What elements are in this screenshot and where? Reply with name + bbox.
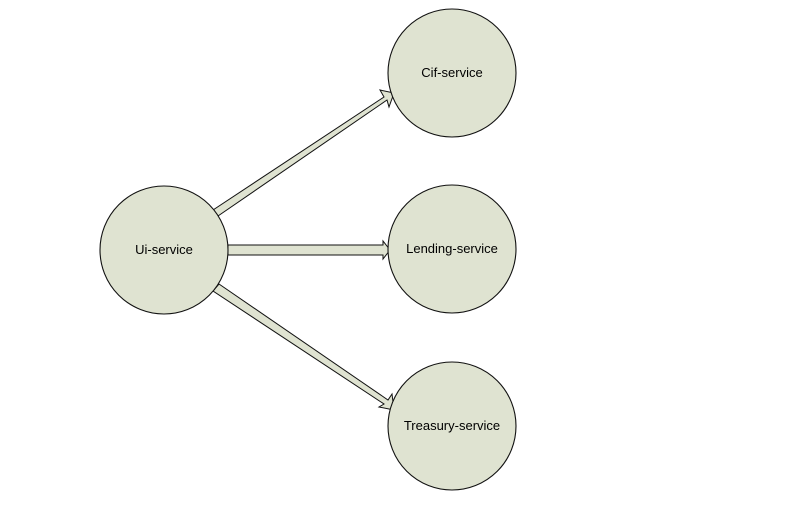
node-treasury-service[interactable]: Treasury-service xyxy=(387,361,517,491)
node-label-ui-service: Ui-service xyxy=(135,242,193,257)
node-label-cif-service: Cif-service xyxy=(421,65,482,80)
node-lending-service[interactable]: Lending-service xyxy=(387,184,517,314)
node-ui-service[interactable]: Ui-service xyxy=(99,185,229,315)
edge-ui-to-treasury xyxy=(212,283,395,411)
node-label-lending-service: Lending-service xyxy=(406,241,498,256)
edge-ui-to-lending xyxy=(227,239,391,261)
edge-ui-to-cif xyxy=(212,89,395,217)
edges xyxy=(212,89,395,411)
node-label-treasury-service: Treasury-service xyxy=(404,418,500,433)
node-cif-service[interactable]: Cif-service xyxy=(387,8,517,138)
